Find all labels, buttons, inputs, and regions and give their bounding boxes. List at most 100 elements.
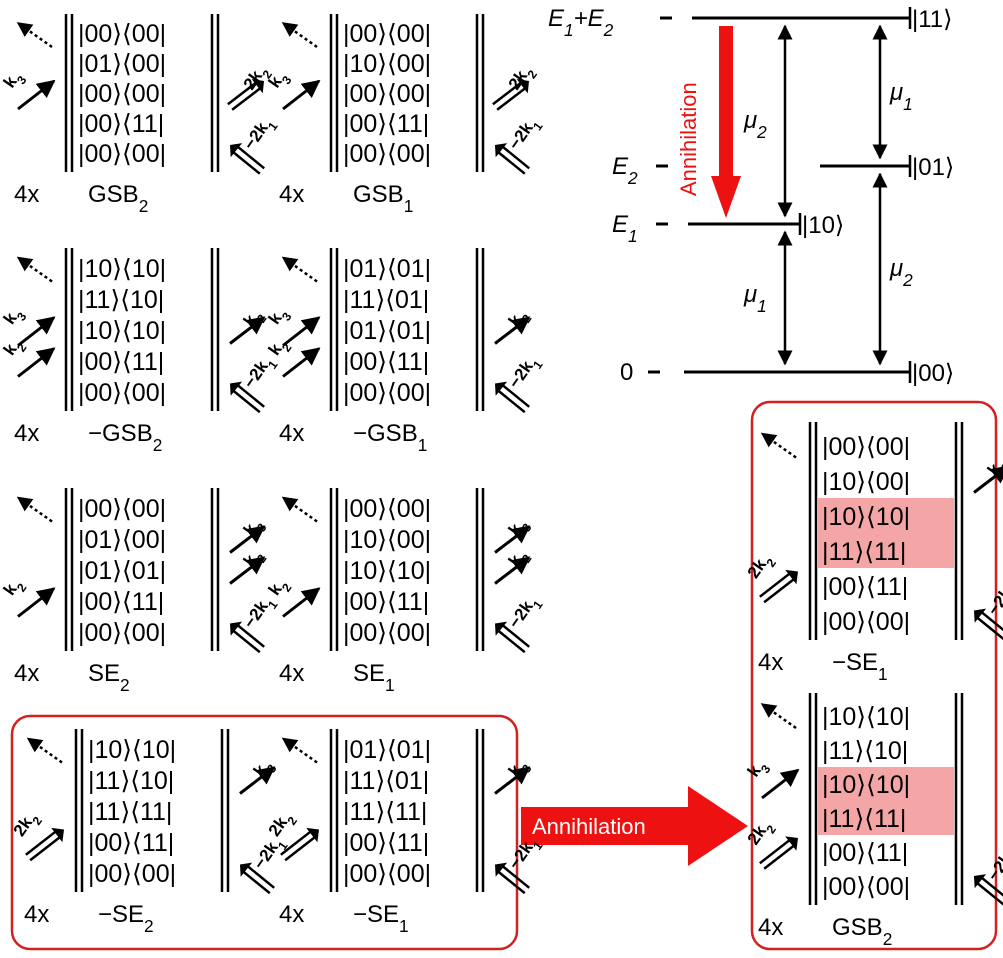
density-matrix-element: |00⟩⟨00| [343, 140, 431, 168]
highlight-row [818, 533, 954, 568]
right-double-arrow-a [501, 623, 530, 648]
density-matrix-element: |00⟩⟨11| [343, 588, 429, 616]
right-double-arrow-a [501, 864, 530, 889]
right-pulse-arrow [229, 316, 266, 345]
left-pulse-label: k3 [0, 303, 30, 331]
left-pulse-arrow [282, 79, 321, 111]
density-matrix-element: |11⟩⟨11| [88, 798, 172, 826]
density-matrix-element: |00⟩⟨11| [343, 829, 429, 857]
transition-dipole-label: μ2 [889, 255, 913, 290]
right-double-arrow-b [227, 81, 258, 106]
right-pulse-arrow [229, 556, 266, 585]
diagram-multiplicity: 4x [24, 901, 49, 928]
density-matrix-element: |00⟩⟨11| [343, 110, 429, 138]
density-matrix-element: |00⟩⟨11| [343, 348, 429, 376]
right-double-arrow-b [975, 881, 1003, 906]
left-pulse-arrow [282, 587, 321, 618]
right-pulse-arrow [494, 316, 531, 345]
energy-level-label: E2 [612, 153, 638, 188]
right-double-arrow-b [975, 616, 1003, 641]
left-pulse-label: 2k2 [265, 808, 300, 844]
density-matrix-element: |00⟩⟨11| [78, 348, 164, 376]
energy-level-ket: |01⟩ [912, 154, 954, 181]
diagram-caption: −GSB2 [88, 420, 162, 455]
right-pulse-label: k2 [240, 305, 270, 333]
left-double-arrow-a [763, 577, 796, 604]
left-double-arrow-a [763, 843, 796, 870]
right-pulse-arrow [973, 465, 1003, 494]
left-pulse-arrow [17, 79, 56, 111]
highlight-row [818, 767, 954, 801]
right-double-arrow-a [231, 86, 262, 111]
right-pulse-label: −2k1 [240, 352, 281, 396]
right-double-arrow-a [246, 864, 275, 889]
diagram-multiplicity: 4x [14, 181, 39, 208]
right-double-arrow-b [231, 150, 261, 175]
right-pulse-label: −2k1 [505, 113, 546, 157]
diagram-multiplicity: 4x [279, 660, 304, 687]
left-pulse-label: k3 [265, 67, 295, 95]
density-matrix-element: |10⟩⟨10| [822, 503, 910, 531]
density-matrix-element: |10⟩⟨00| [343, 526, 431, 554]
diagram-caption: −SE2 [98, 901, 154, 936]
right-double-arrowhead [495, 143, 508, 158]
density-matrix-element: |00⟩⟨00| [78, 20, 166, 48]
energy-level-label: 0 [620, 359, 633, 386]
left-signal-arrow [281, 256, 318, 283]
energy-level-label: E1+E2 [548, 5, 614, 40]
density-matrix-element: |00⟩⟨00| [343, 80, 431, 108]
right-pulse-label: k3 [250, 755, 280, 783]
left-signal-arrow [16, 496, 53, 523]
density-matrix-element: |10⟩⟨10| [78, 255, 166, 283]
right-pulse-label: k2 [505, 305, 535, 333]
highlight-row [818, 498, 954, 533]
density-matrix-element: |11⟩⟨11| [822, 538, 906, 566]
energy-level-ket: |00⟩ [912, 360, 954, 387]
annihilation-arrow [521, 786, 748, 866]
density-matrix-element: |01⟩⟨00| [78, 50, 166, 78]
density-matrix-element: |10⟩⟨00| [822, 468, 910, 496]
left-pulse-arrow [17, 347, 56, 378]
left-pulse-label: 2k2 [10, 808, 45, 844]
diagram-multiplicity: 4x [758, 649, 783, 676]
density-matrix-element: |00⟩⟨00| [78, 140, 166, 168]
left-signal-arrow [281, 737, 318, 764]
right-double-arrowhead [240, 862, 253, 877]
density-matrix-element: |01⟩⟨01| [343, 736, 431, 764]
density-matrix-element: |00⟩⟨00| [822, 433, 910, 461]
right-double-arrowhead [974, 608, 987, 623]
density-matrix-element: |01⟩⟨00| [78, 526, 166, 554]
transition-dipole-label: μ1 [889, 79, 913, 114]
density-matrix-element: |10⟩⟨10| [78, 317, 166, 345]
energy-level-label: E1 [612, 211, 638, 246]
annihilation-arrow-label: Annihilation [532, 814, 646, 839]
left-double-arrow-b [759, 838, 792, 865]
density-matrix-element: |00⟩⟨00| [343, 860, 431, 888]
diagram-multiplicity: 4x [279, 181, 304, 208]
right-double-arrow-b [241, 870, 271, 895]
density-matrix-element: |00⟩⟨11| [822, 839, 908, 867]
transition-dipole-label: μ2 [743, 107, 767, 142]
left-double-arrow-a [29, 835, 62, 862]
right-double-arrow-b [496, 870, 526, 895]
right-pulse-label: k3 [505, 755, 535, 783]
right-pulse-label: −2k1 [240, 113, 281, 157]
right-double-arrow-b [496, 389, 526, 414]
density-matrix-element: |10⟩⟨10| [343, 557, 431, 585]
right-pulse-label: k3 [240, 514, 270, 542]
density-matrix-element: |00⟩⟨00| [78, 379, 166, 407]
left-signal-arrow [760, 702, 797, 730]
feynman-diagram-5: |00⟩⟨00||10⟩⟨00||10⟩⟨10||00⟩⟨11||00⟩⟨00|… [265, 488, 546, 695]
diagram-multiplicity: 4x [14, 660, 39, 687]
annihilation-result-frame [750, 400, 998, 951]
right-double-arrowhead [495, 862, 508, 877]
right-double-arrow-a [980, 876, 1003, 897]
right-pulse-label: −2k1 [250, 833, 291, 877]
right-double-arrow-a [236, 145, 265, 170]
feynman-diagram-4: |00⟩⟨00||01⟩⟨00||01⟩⟨01||00⟩⟨11||00⟩⟨00|… [0, 488, 281, 695]
diagram-caption: −GSB1 [353, 420, 427, 455]
diagram-multiplicity: 4x [758, 914, 783, 941]
density-matrix-element: |01⟩⟨01| [78, 557, 166, 585]
density-matrix-element: |00⟩⟨11| [822, 573, 908, 601]
diagram-multiplicity: 4x [14, 420, 39, 447]
